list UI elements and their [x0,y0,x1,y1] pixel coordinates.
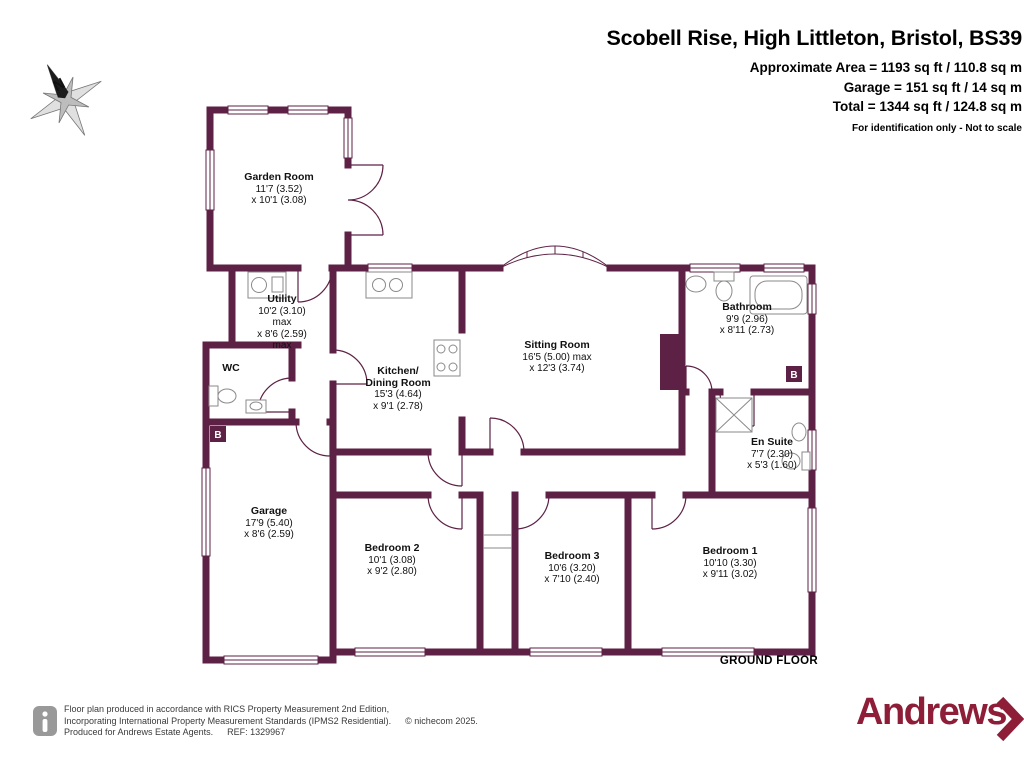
room-dims: x 9'11 (3.02) [702,569,758,580]
room-name: Garden Room [244,171,314,183]
room-label-bedroom-3: Bedroom 3 10'6 (3.20) x 7'10 (2.40) [502,550,642,586]
bathroom-basin [685,275,707,293]
wc-basin [245,399,267,414]
room-name: Garage [250,505,288,517]
kitchen-sink [365,271,413,299]
room-dims: x 8'11 (2.73) [719,325,775,336]
room-dims: 16'5 (5.00) max [522,351,592,363]
room-dims: max [272,340,292,351]
ensuite-basin [791,422,807,442]
room-dims: 11'7 (3.52) [255,183,303,195]
footer-produced-for: Produced for Andrews Estate Agents. [64,727,214,737]
garage-door [223,655,319,665]
kitchen-hob [433,339,461,377]
footer-disclaimer: Floor plan produced in accordance with R… [64,704,478,739]
room-label-wc: WC [206,362,256,375]
footer-line-2: Incorporating International Property Mea… [64,716,478,728]
total-area: Total = 1344 sq ft / 124.8 sq m [832,99,1022,114]
room-label-bedroom-1: Bedroom 1 10'10 (3.30) x 9'11 (3.02) [660,545,800,581]
wc-toilet [208,385,237,407]
approximate-area: Approximate Area = 1193 sq ft / 110.8 sq… [749,60,1022,75]
room-name: WC [222,362,240,374]
room-label-sitting-room: Sitting Room 16'5 (5.00) max x 12'3 (3.7… [487,339,627,375]
footer-line-1: Floor plan produced in accordance with R… [64,704,390,714]
windows [201,105,817,657]
cupboard-shelves [483,534,512,549]
room-label-kitchen-dining: Kitchen/ Dining Room 15'3 (4.64) x 9'1 (… [328,365,468,412]
room-dims: 10'2 (3.10) [258,305,306,317]
footer-standards: Incorporating International Property Mea… [64,715,392,726]
room-name: Utility [267,293,297,305]
measurement-standard-icon [33,706,57,736]
room-dims: 15'3 (4.64) [374,389,422,400]
footer-reference: REF: 1329967 [227,727,286,737]
room-name: Dining Room [365,376,431,389]
room-dims: 10'1 (3.08) [368,554,416,566]
room-name: Bedroom 2 [364,542,420,554]
scale-disclaimer: For identification only - Not to scale [851,122,1022,134]
room-dims: x 9'2 (2.80) [367,566,417,577]
room-dims: x 7'10 (2.40) [544,574,600,585]
plan-walls [202,106,816,664]
footer-line-3: Produced for Andrews Estate Agents. REF: … [64,727,478,739]
room-dims: x 8'6 (2.59) [257,328,307,340]
bow-window [499,245,611,269]
room-dims: 9'9 (2.96) [726,313,768,325]
andrews-logo-chevron-icon [996,696,1024,742]
room-dims: x 8'6 (2.59) [244,529,294,540]
room-name: Bedroom 1 [702,545,758,557]
room-name: Sitting Room [524,339,590,351]
svg-text:B: B [790,370,797,381]
room-label-bathroom: Bathroom 9'9 (2.96) x 8'11 (2.73) [677,301,817,337]
andrews-logo-text: Andrews [856,691,1007,733]
compass-star-inner [42,76,90,124]
footer-copyright: © nichecom 2025. [405,715,478,726]
room-dims: 17'9 (5.40) [245,517,293,529]
boiler-marker-bathroom: B [786,366,802,382]
room-dims: max [272,317,292,328]
room-dims: x 9'1 (2.78) [373,400,423,412]
room-dims: x 10'1 (3.08) [251,195,307,206]
svg-text:B: B [214,430,221,441]
room-label-bedroom-2: Bedroom 2 10'1 (3.08) x 9'2 (2.80) [322,542,462,578]
ensuite-shower [715,397,753,433]
bathroom-toilet [713,271,735,302]
room-dims: x 12'3 (3.74) [529,363,585,374]
plan-header: Scobell Rise, High Littleton, Bristol, B… [607,26,1023,134]
compass-rose: N [30,64,102,136]
garage-area: Garage = 151 sq ft / 14 sq m [843,79,1022,95]
door-swings [257,164,755,530]
room-name: En Suite [750,436,793,448]
utility-sink [247,271,287,299]
page-title: Scobell Rise, High Littleton, Bristol, B… [606,26,1023,50]
room-dims: 10'10 (3.30) [703,557,757,569]
boiler-marker-garage: B [210,426,226,442]
room-label-utility: Utility 10'2 (3.10) max x 8'6 (2.59) max [212,293,352,352]
room-label-en-suite: En Suite 7'7 (2.30) x 5'3 (1.60) [702,436,842,472]
floor-name-label: GROUND FLOOR [719,655,818,667]
room-label-garden-room: Garden Room 11'7 (3.52) x 10'1 (3.08) [209,171,349,207]
ensuite-toilet [781,451,811,471]
room-label-garage: Garage 17'9 (5.40) x 8'6 (2.59) [199,505,339,541]
room-dims: 10'6 (3.20) [548,562,596,574]
room-name: Kitchen/ [377,365,419,377]
chimney-breast [660,334,682,390]
room-dims: 7'7 (2.30) [751,448,793,460]
compass-needle [47,64,69,99]
room-dims: x 5'3 (1.60) [747,460,797,471]
room-name: Bathroom [722,301,772,313]
room-name: Bedroom 3 [544,550,600,562]
bathroom-bath [749,275,808,315]
